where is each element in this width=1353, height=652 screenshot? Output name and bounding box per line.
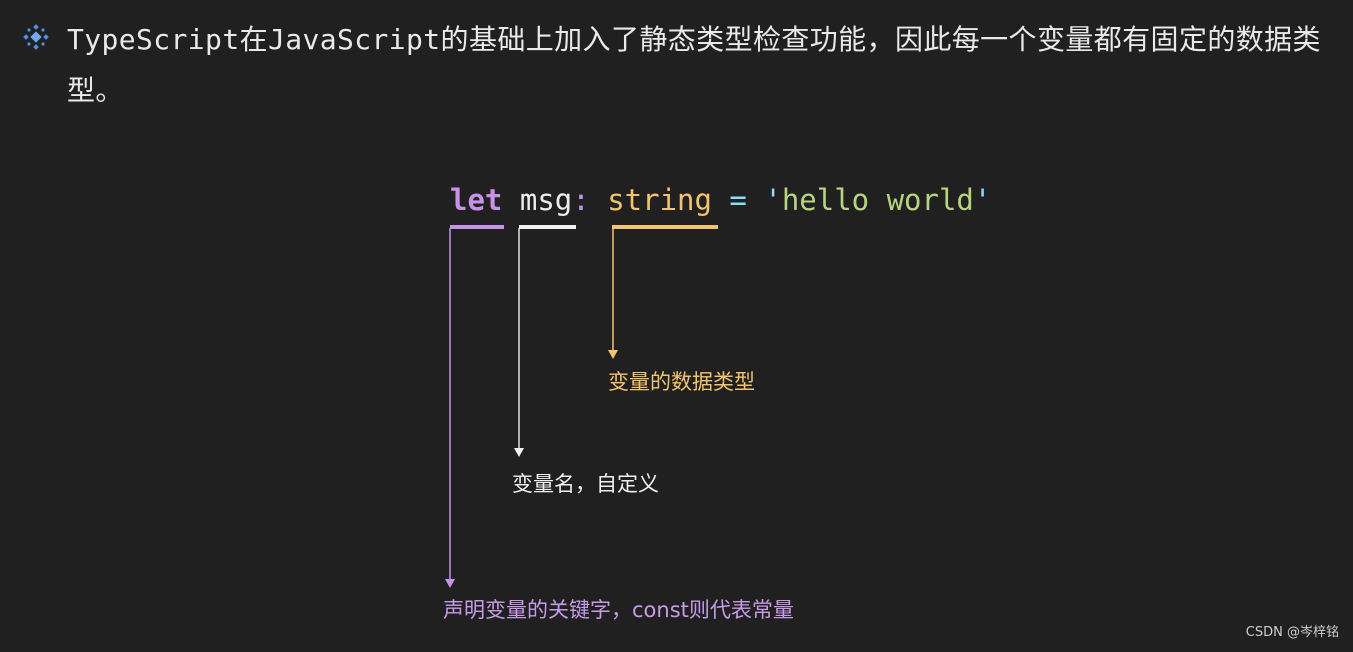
- intro-paragraph: TypeScript在JavaScript的基础上加入了静态类型检查功能，因此每…: [67, 23, 1321, 107]
- name-underline: [519, 225, 576, 229]
- type-annotation: 变量的数据类型: [608, 370, 755, 394]
- type-underline: [612, 225, 718, 229]
- sparkle-diamond-icon: [23, 24, 49, 50]
- code-string: hello world: [781, 183, 974, 217]
- code-quote-open: ': [764, 183, 782, 217]
- code-type: string: [607, 183, 712, 217]
- name-annotation: 变量名，自定义: [512, 472, 659, 496]
- code-operator: =: [729, 183, 747, 217]
- keyword-underline: [450, 225, 504, 229]
- code-keyword: let: [450, 183, 503, 217]
- code-colon: :: [572, 183, 590, 217]
- keyword-annotation: 声明变量的关键字，const则代表常量: [443, 598, 794, 622]
- keyword-arrowhead: [445, 579, 455, 588]
- code-quote-close: ': [973, 183, 992, 217]
- watermark: CSDN @岑梓铭: [1245, 625, 1339, 640]
- type-arrowhead: [608, 350, 618, 359]
- code-variable-name: msg: [519, 183, 573, 217]
- name-arrowhead: [514, 448, 524, 457]
- code-snippet: let msg: string = 'hello world': [450, 180, 991, 220]
